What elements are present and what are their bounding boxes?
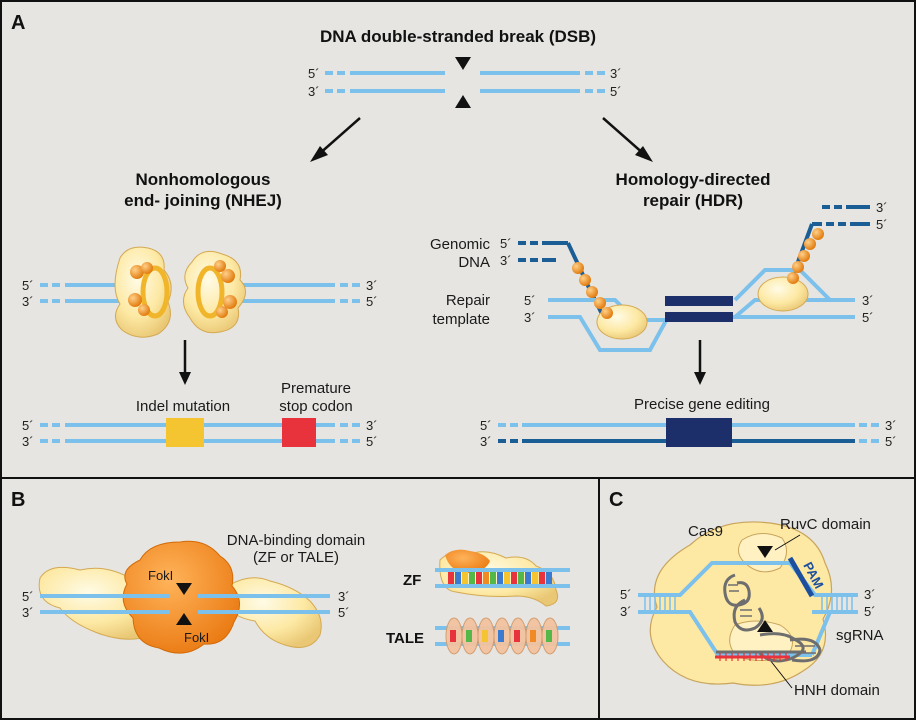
zfn-end-5-left: 5´ [22,589,34,604]
pam-bar [787,556,815,598]
resection-protein-left [572,262,648,340]
premature-label-2: stop codon [279,398,352,415]
foki-dimer [122,540,240,654]
nhej-title-2: end- joining (NHEJ) [124,191,282,210]
hnh-cut-icon [757,620,773,632]
panel-a-frame [0,0,916,479]
cas9-end-5-right: 5´ [864,604,876,619]
hdr-prod-end-5-left: 5´ [480,418,492,433]
zf-base-pairs [448,572,552,584]
hdr-prod-end-5-right: 5´ [885,434,897,449]
zf-dna [435,568,570,588]
guide-target-pairing [715,653,790,661]
nhej-prod-end-5-left: 5´ [22,418,34,433]
arrow-hdr-down-icon [694,340,706,385]
template-homology-block-top [665,296,733,306]
hdr-end-5-genomic: 5´ [500,236,512,251]
hdr-end-3-template: 3´ [524,310,536,325]
dbd-label-2: (ZF or TALE) [253,549,339,566]
nhej-end-5-right: 5´ [366,294,378,309]
zfn-dna [40,594,330,614]
hdr-end-5-template-right: 5´ [862,310,874,325]
hdr-end-5-topright: 5´ [876,217,888,232]
indel-block [166,418,204,447]
panel-c-label: C [609,489,623,511]
cut-marker-top-icon [455,57,471,70]
sgrna-label: sgRNA [836,627,884,644]
foki-label-top: FokI [148,568,173,583]
zf-orange-domain [445,549,490,573]
ku-protein-right [183,250,246,334]
sgrna-rungs [728,584,816,654]
hdr-end-3-template-right: 3´ [862,293,874,308]
hdr-prod-end-3-right: 3´ [885,418,897,433]
zfn-end-3-right: 3´ [338,589,350,604]
genomic-label-1: Genomic [430,236,491,253]
tale-label: TALE [386,630,424,647]
hdr-end-3-topright: 3´ [876,200,888,215]
resection-protein-right [757,228,824,312]
repair-label-1: Repair [446,292,490,309]
genomic-label-2: DNA [458,254,490,271]
dsb-end-3-left: 3´ [308,84,320,99]
arrow-to-nhej-icon [310,117,361,162]
nhej-prod-end-3-left: 3´ [22,434,34,449]
cas9-end-3-right: 3´ [864,587,876,602]
dsb-end-3-right: 3´ [610,66,622,81]
hnh-pointer [769,659,793,689]
ruvc-pointer [774,534,801,551]
arrow-to-hdr-icon [602,117,653,162]
hdr-title-2: repair (HDR) [643,191,743,210]
nhej-end-5-left: 5´ [22,278,34,293]
ruvc-label: RuvC domain [780,516,871,533]
nhej-prod-end-3-right: 3´ [366,418,378,433]
cas9-target-dna [638,561,858,657]
foki-cut-top-icon [176,583,192,595]
nhej-prod-end-5-right: 5´ [366,434,378,449]
ku-protein-left [114,246,172,338]
hnh-label: HNH domain [794,682,880,699]
zf-label: ZF [403,572,421,589]
panel-a-label: A [11,12,25,34]
cut-marker-bottom-icon [455,95,471,108]
stop-codon-block [282,418,316,447]
zfn-end-3-left: 3´ [22,605,34,620]
dsb-end-5-left: 5´ [308,66,320,81]
foki-label-bottom: FokI [184,630,209,645]
sgrna [716,573,822,663]
foki-cut-bottom-icon [176,613,192,625]
hdr-end-5-template: 5´ [524,293,536,308]
premature-label-1: Premature [281,380,351,397]
cas9-end-5-left: 5´ [620,587,632,602]
hdr-end-3-genomic: 3´ [500,253,512,268]
ruvc-cut-icon [757,546,773,558]
dna-rungs-right [821,597,853,610]
precise-editing-label: Precise gene editing [634,396,770,413]
dsb-title: DNA double-stranded break (DSB) [320,27,596,46]
nhej-end-3-right: 3´ [366,278,378,293]
dbd-label-1: DNA-binding domain [227,532,365,549]
dna-rungs-left [644,597,676,610]
panel-b-label: B [11,489,25,511]
dsb-end-5-right: 5´ [610,84,622,99]
arrow-nhej-down-icon [179,340,191,385]
repair-label-2: template [432,311,490,328]
cas9-label: Cas9 [688,523,723,540]
template-homology-block-bottom [665,312,733,322]
hdr-prod-end-3-left: 3´ [480,434,492,449]
dsb-dna [325,71,605,93]
hdr-title-1: Homology-directed [616,170,771,189]
cas9-end-3-left: 3´ [620,604,632,619]
edited-block [666,418,732,447]
nhej-end-3-left: 3´ [22,294,34,309]
zfn-end-5-right: 5´ [338,605,350,620]
indel-label: Indel mutation [136,398,230,415]
nhej-title-1: Nonhomologous [135,170,270,189]
tale-base-pairs [450,630,552,642]
